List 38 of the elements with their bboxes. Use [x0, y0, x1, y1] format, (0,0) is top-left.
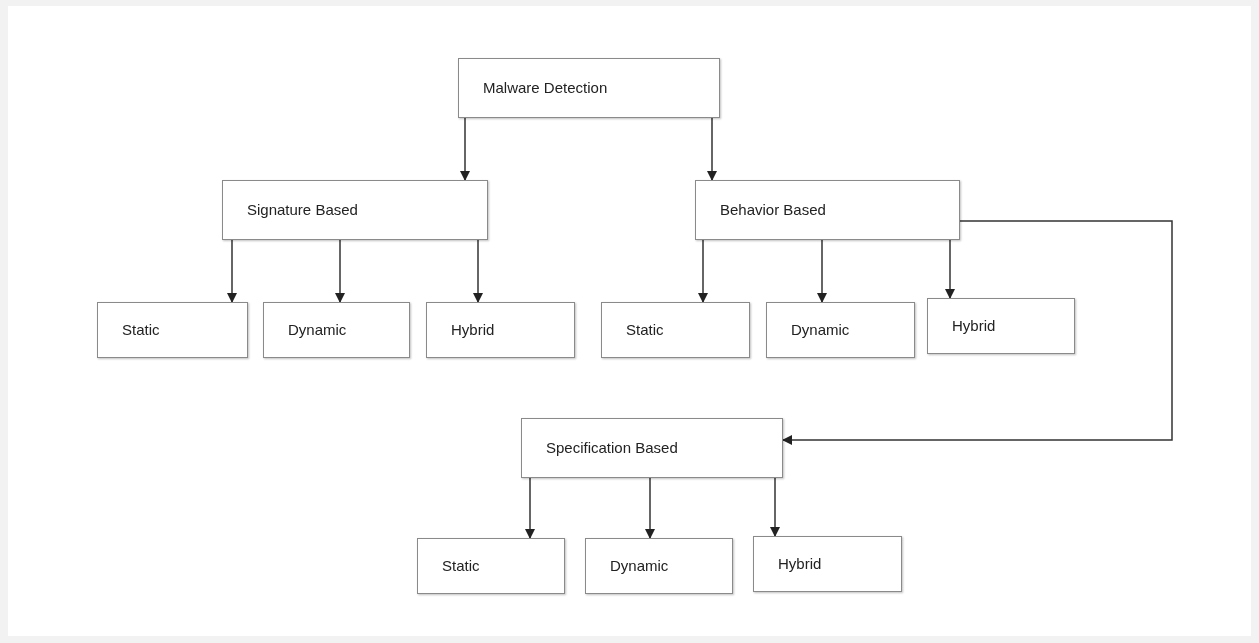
arrow: [335, 239, 345, 303]
box-label: Hybrid: [778, 553, 822, 574]
process-box: [601, 302, 750, 358]
arrow: [782, 220, 1173, 445]
arrow: [473, 239, 483, 303]
arrow: [525, 477, 535, 539]
arrow: [227, 239, 237, 303]
process-box: [222, 180, 488, 240]
arrow: [460, 117, 470, 181]
process-box: [585, 538, 733, 594]
arrow: [817, 239, 827, 303]
box-label: Malware Detection: [483, 77, 608, 98]
box-label: Dynamic: [288, 319, 347, 340]
process-box: [426, 302, 575, 358]
process-box: [263, 302, 410, 358]
process-box: [417, 538, 565, 594]
box-label: Behavior Based: [720, 199, 826, 220]
box-label: Hybrid: [952, 315, 996, 336]
process-box: [695, 180, 960, 240]
process-box: [753, 536, 902, 592]
process-box: [521, 418, 783, 478]
process-box: [927, 298, 1075, 354]
arrow: [707, 117, 717, 181]
arrow: [645, 477, 655, 539]
arrow: [945, 239, 955, 299]
box-label: Specification Based: [546, 437, 678, 458]
process-box: [766, 302, 915, 358]
box-label: Signature Based: [247, 199, 358, 220]
arrow: [770, 477, 780, 537]
arrow: [698, 239, 708, 303]
process-box: [97, 302, 248, 358]
box-label: Static: [122, 319, 160, 340]
box-label: Hybrid: [451, 319, 495, 340]
box-label: Dynamic: [610, 555, 669, 576]
box-label: Dynamic: [791, 319, 850, 340]
process-box: [458, 58, 720, 118]
box-label: Static: [442, 555, 480, 576]
box-label: Static: [626, 319, 664, 340]
